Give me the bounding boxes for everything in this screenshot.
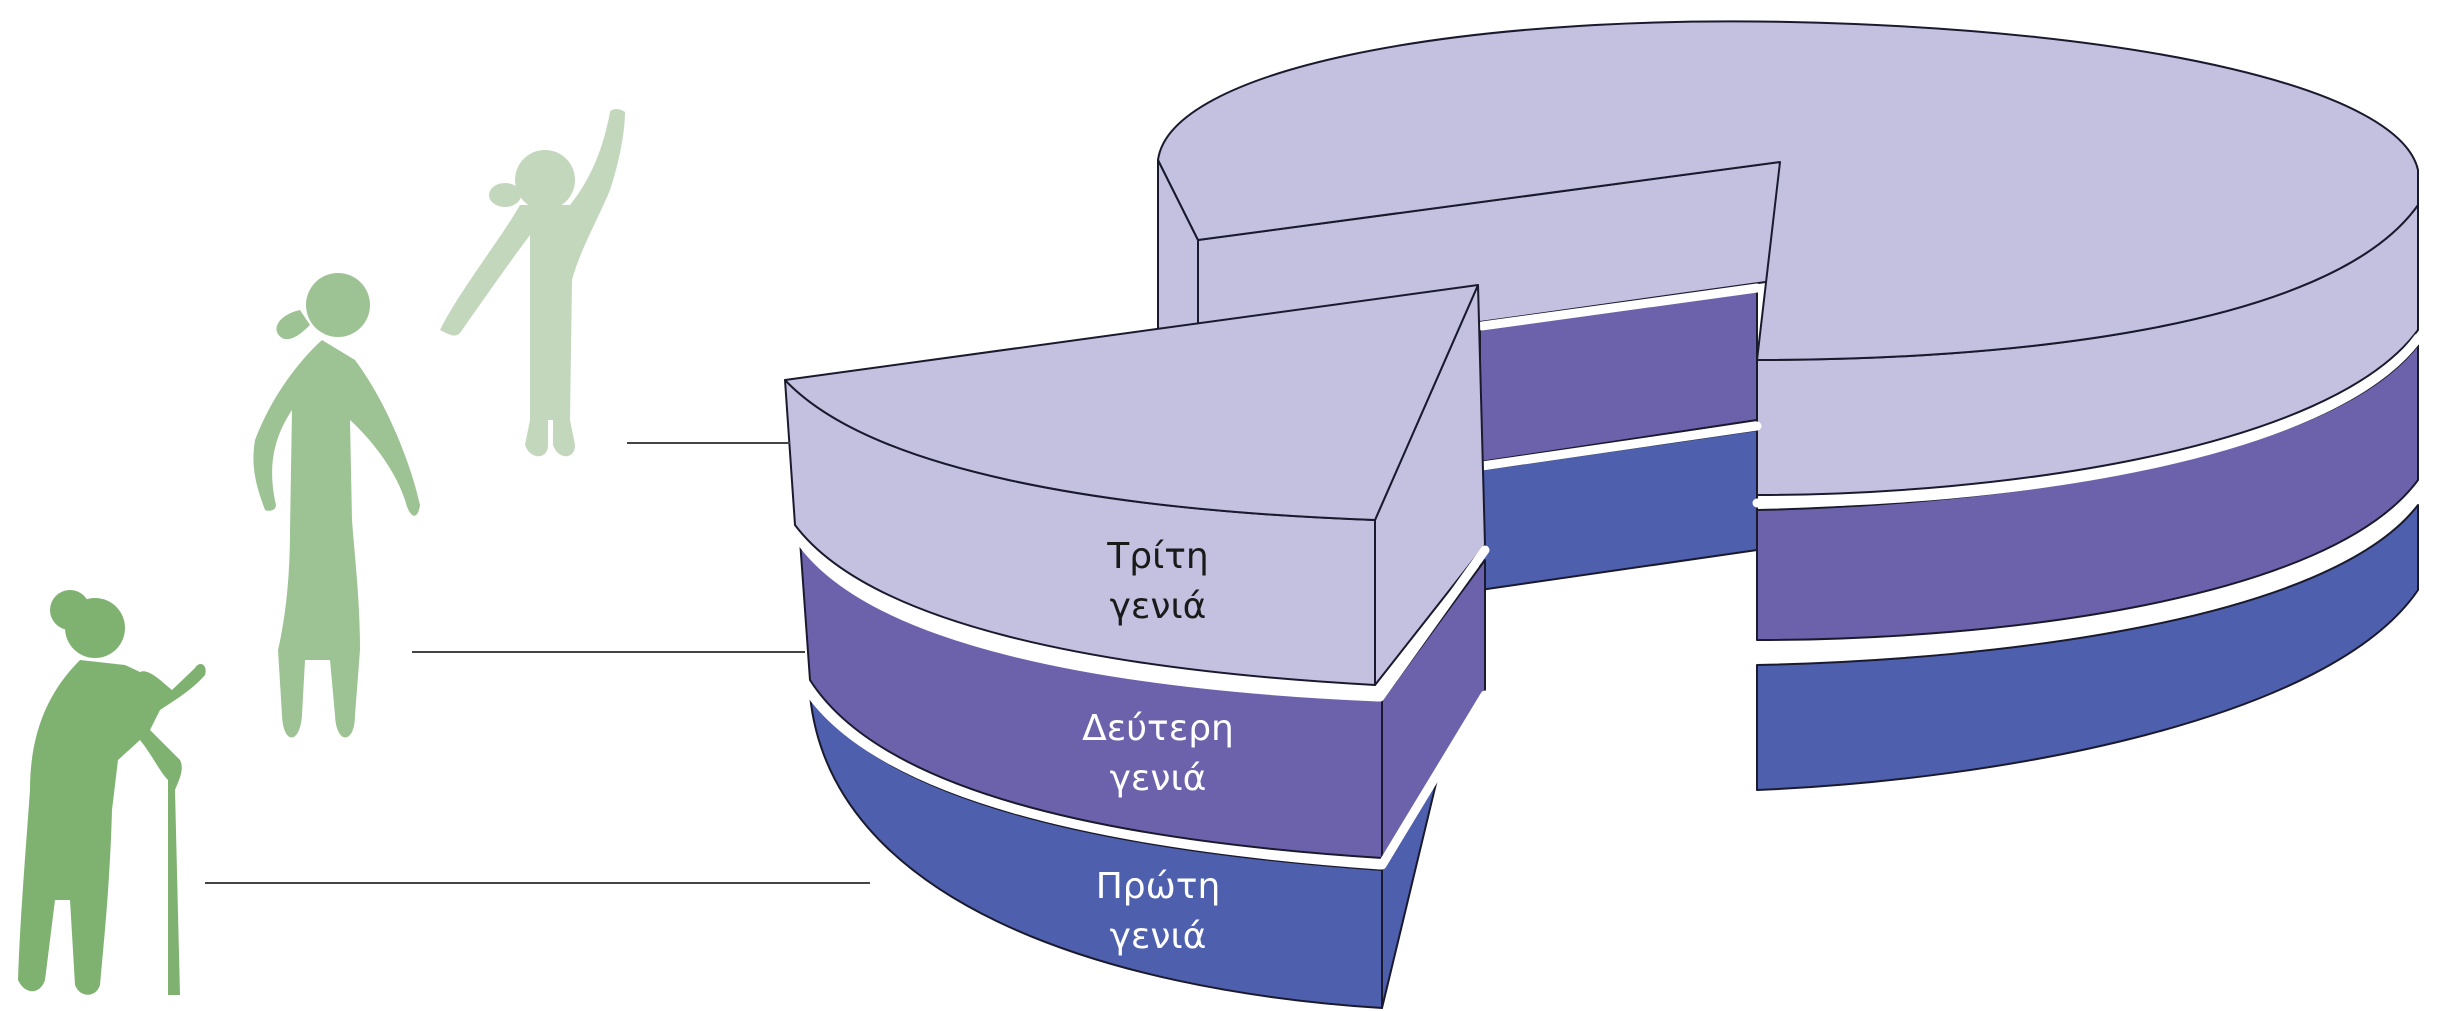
label-third-line2: γενιά [1110, 586, 1207, 627]
separator-right-lower [1752, 487, 2423, 657]
label-third-line1: Τρίτη [1106, 536, 1209, 577]
cake-separators [1477, 283, 2423, 657]
separator-inner-upper [1477, 283, 1762, 331]
slice-separator-upper [795, 535, 1383, 702]
separator-right-upper [1752, 333, 2423, 508]
slice-separators [795, 535, 1490, 870]
slice-separator-lower [803, 685, 1385, 870]
woman-standing-icon [253, 273, 420, 738]
label-second-line1: Δεύτερη [1082, 708, 1234, 749]
cake-slice [784, 284, 1486, 1009]
elderly-woman-with-cane-icon [18, 590, 206, 995]
cake-body [1157, 20, 2419, 791]
slice-top [784, 284, 1479, 521]
cake-top-surface [1157, 20, 2419, 361]
slice-side-separator-lower [1377, 690, 1490, 870]
child-waving-icon [440, 109, 625, 457]
leader-lines [205, 442, 870, 884]
slice-side-separator-upper [1375, 545, 1490, 702]
separator-inner-lower [1477, 421, 1762, 471]
label-first-line2: γενιά [1110, 916, 1207, 957]
label-first-line1: Πρώτη [1096, 866, 1221, 907]
cake-right-wall-first [1756, 504, 2419, 791]
label-second-line2: γενιά [1110, 758, 1207, 799]
layer-labels: Τρίτη γενιά Δεύτερη γενιά Πρώτη γενιά [1082, 536, 1234, 957]
slice-side-second [1381, 559, 1486, 859]
